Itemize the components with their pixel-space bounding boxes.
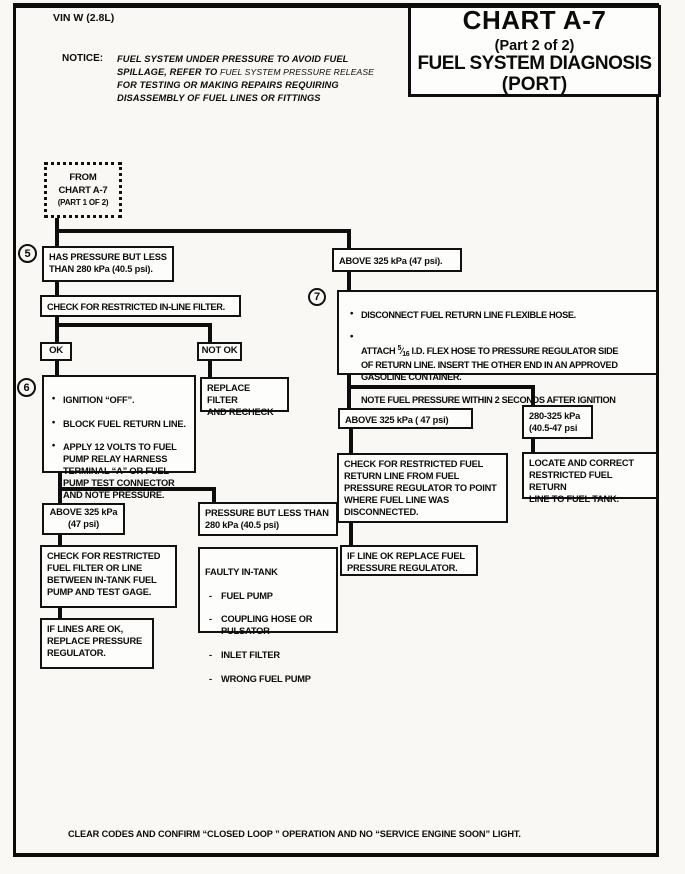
connector-line xyxy=(349,428,353,455)
step6-item-2: ● BLOCK FUEL RETURN LINE. xyxy=(49,419,189,431)
box-has-pressure: HAS PRESSURE BUT LESS THAN 280 kPa (40.5… xyxy=(42,246,174,282)
chart-title: CHART A-7 xyxy=(462,5,607,36)
connector-line xyxy=(55,323,212,327)
faulty-item-2: - COUPLING HOSE OR PULSATOR xyxy=(209,614,313,637)
box-check-inline-filter: CHECK FOR RESTRICTED IN-LINE FILTER. xyxy=(40,295,241,317)
from-chart-line1: FROM xyxy=(69,171,97,183)
connector-line xyxy=(58,607,62,620)
notice-text: FUEL SYSTEM UNDER PRESSURE TO AVOID FUEL… xyxy=(117,53,385,105)
faulty-item-4: - WRONG FUEL PUMP xyxy=(209,673,311,684)
dash-icon: - xyxy=(209,650,212,661)
step-6-number: 6 xyxy=(23,381,30,394)
connector-line xyxy=(349,522,353,547)
connector-line xyxy=(347,385,535,389)
from-chart-box: FROM CHART A-7 (PART 1 OF 2) xyxy=(44,162,122,218)
chart-subtitle-part: (Part 2 of 2) xyxy=(494,37,575,54)
notice-line3: FOR TESTING OR MAKING REPAIRS REQUIRING xyxy=(117,80,339,90)
box-step-7: ● DISCONNECT FUEL RETURN LINE FLEXIBLE H… xyxy=(337,290,658,417)
connector-line xyxy=(55,316,59,344)
step-5-badge: 5 xyxy=(18,244,37,263)
box-locate-correct: LOCATE AND CORRECT RESTRICTED FUEL RETUR… xyxy=(522,452,658,504)
box-ok: OK xyxy=(40,342,72,361)
notice-line1: FUEL SYSTEM UNDER PRESSURE TO AVOID FUEL xyxy=(117,54,349,64)
bullet-icon: ● xyxy=(349,309,354,317)
connector-line xyxy=(58,534,62,547)
footer-note: CLEAR CODES AND CONFIRM “CLOSED LOOP ” O… xyxy=(68,829,521,839)
faulty-header: FAULTY IN-TANK xyxy=(205,566,278,577)
chart-title-box: CHART A-7 (Part 2 of 2) FUEL SYSTEM DIAG… xyxy=(408,5,661,97)
box-replace-filter: REPLACE FILTER AND RECHECK xyxy=(200,377,289,417)
box-not-ok: NOT OK xyxy=(197,342,242,361)
dash-icon: - xyxy=(209,673,212,684)
connector-line xyxy=(55,218,59,248)
from-chart-line3: (PART 1 OF 2) xyxy=(57,198,109,208)
connector-line xyxy=(208,323,212,344)
page-border xyxy=(13,3,659,857)
connector-line xyxy=(55,281,59,297)
box-check-return-line: CHECK FOR RESTRICTED FUEL RETURN LINE FR… xyxy=(337,453,508,523)
step7-item-1: ● DISCONNECT FUEL RETURN LINE FLEXIBLE H… xyxy=(347,310,651,322)
connector-line xyxy=(55,360,59,377)
faulty-item-1: - FUEL PUMP xyxy=(209,590,273,601)
attach-prefix: ATTACH xyxy=(361,346,398,357)
step6-item-3: ● APPLY 12 VOLTS TO FUEL PUMP RELAY HARN… xyxy=(49,442,189,501)
chart-subtitle-name: FUEL SYSTEM DIAGNOSIS xyxy=(417,52,652,74)
notice-line2-light: FUEL SYSTEM PRESSURE RELEASE xyxy=(219,67,375,77)
box-faulty-in-tank: FAULTY IN-TANK - FUEL PUMP - COUPLING HO… xyxy=(198,547,338,684)
connector-line xyxy=(531,438,535,454)
from-chart-line2: CHART A-7 xyxy=(58,184,108,196)
box-if-line-ok: IF LINE OK REPLACE FUEL PRESSURE REGULAT… xyxy=(340,545,478,576)
dash-icon: - xyxy=(209,614,212,625)
connector-line xyxy=(58,487,216,491)
fraction-slash-icon: ⁄ xyxy=(401,346,403,357)
step-7-badge: 7 xyxy=(308,288,326,306)
bullet-icon: ● xyxy=(51,442,56,450)
chart-subtitle-port: (PORT) xyxy=(501,73,568,95)
notice-line4: DISASSEMBLY OF FUEL LINES OR FITTINGS xyxy=(117,93,321,103)
fraction-numerator: 5 xyxy=(397,345,402,353)
step6-item-1: ● IGNITION “OFF”. xyxy=(49,395,189,407)
box-above-325-top: ABOVE 325 kPa (47 psi). xyxy=(332,248,462,272)
box-if-lines-ok: IF LINES ARE OK, REPLACE PRESSURE REGULA… xyxy=(40,618,154,669)
box-check-fuel-filter: CHECK FOR RESTRICTED FUEL FILTER OR LINE… xyxy=(40,545,177,608)
bullet-icon: ● xyxy=(51,394,56,402)
step-5-number: 5 xyxy=(24,247,31,260)
box-280-325: 280-325 kPa (40.5-47 psi xyxy=(522,405,593,439)
attach-rest: I.D. FLEX HOSE TO PRESSURE REGULATOR SID… xyxy=(361,346,619,382)
bullet-icon: ● xyxy=(51,418,56,426)
connector-line xyxy=(347,374,351,410)
step-7-number: 7 xyxy=(313,291,321,303)
connector-line xyxy=(55,229,351,233)
dash-icon: - xyxy=(209,590,212,601)
bullet-icon: ● xyxy=(349,333,354,341)
faulty-item-3: - INLET FILTER xyxy=(209,650,280,661)
fraction-denominator: 16 xyxy=(402,351,410,359)
connector-line xyxy=(347,271,351,291)
notice-label: NOTICE: xyxy=(62,53,104,64)
box-pressure-but-less: PRESSURE BUT LESS THAN 280 kPa (40.5 psi… xyxy=(198,502,338,536)
box-above-325-mid: ABOVE 325 kPa ( 47 psi) xyxy=(338,408,473,429)
box-step-6: ● IGNITION “OFF”. ● BLOCK FUEL RETURN LI… xyxy=(42,375,196,500)
vin-label: VIN W (2.8L) xyxy=(53,12,115,24)
box-above-325-left: ABOVE 325 kPa (47 psi) xyxy=(42,503,125,535)
step7-item-2: ● ATTACH 5⁄16 I.D. FLEX HOSE TO PRESSURE… xyxy=(347,333,651,383)
step-6-badge: 6 xyxy=(17,378,36,397)
connector-line xyxy=(208,360,212,379)
connector-line xyxy=(347,229,351,250)
notice-line2-bold: SPILLAGE, REFER TO xyxy=(117,67,220,77)
connector-line xyxy=(212,487,216,504)
connector-line xyxy=(531,385,535,407)
